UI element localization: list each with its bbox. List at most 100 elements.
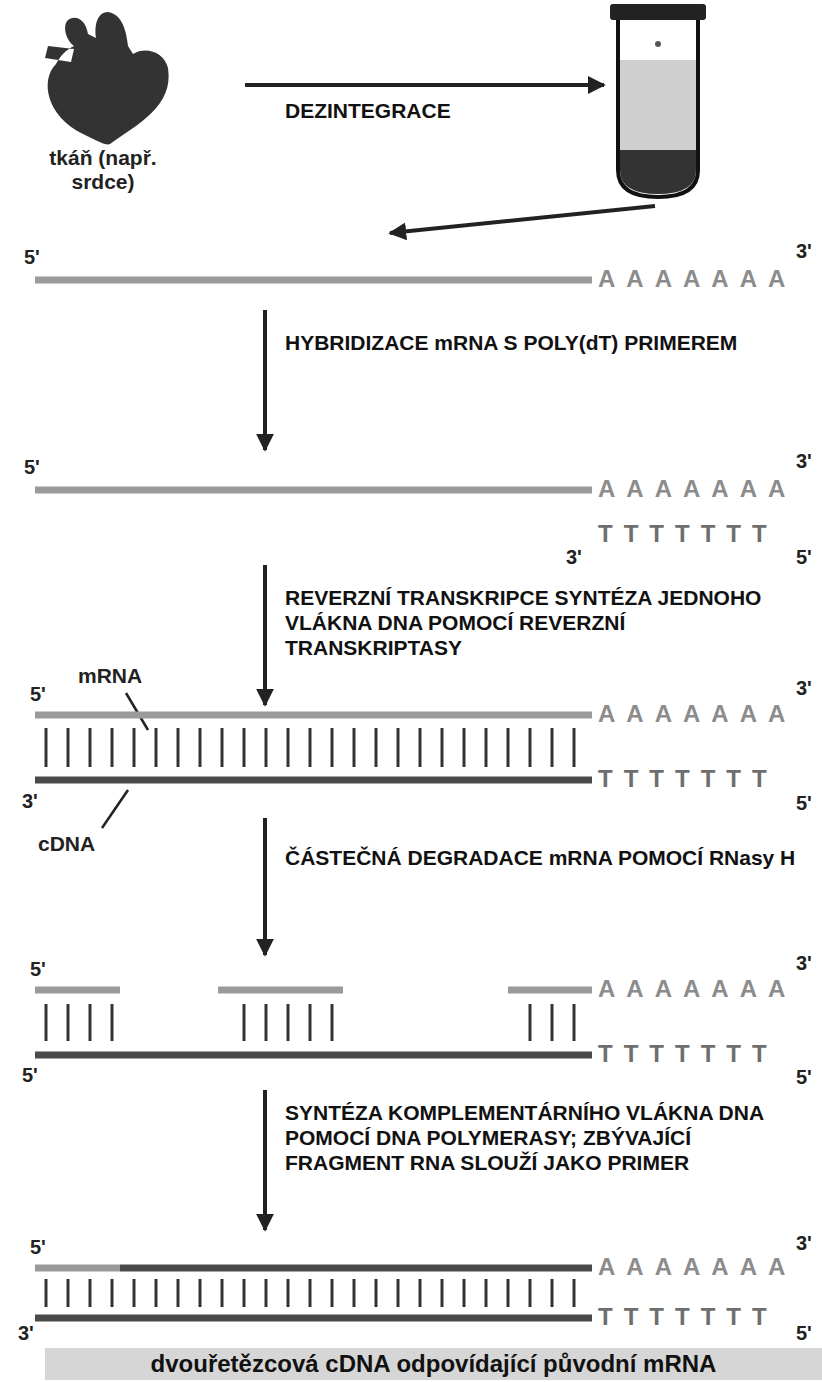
base-pair-tick bbox=[243, 728, 246, 767]
poly-t-primer: TTTTTTT bbox=[598, 1042, 778, 1066]
base-pair-tick bbox=[45, 1279, 48, 1307]
nucleic-strand bbox=[120, 1265, 592, 1272]
tube-dot bbox=[655, 41, 661, 47]
strand-end-label: 3' bbox=[796, 677, 812, 699]
nucleic-strand bbox=[35, 777, 592, 784]
molecule-label: mRNA bbox=[78, 664, 142, 688]
process-arrow bbox=[263, 310, 267, 450]
base-pair-tick bbox=[265, 728, 268, 767]
strand-end-label: 3' bbox=[566, 546, 582, 568]
base-pair-tick bbox=[199, 728, 202, 767]
base-pair-tick bbox=[133, 728, 136, 767]
base-pair-tick bbox=[463, 728, 466, 767]
poly-t-primer: TTTTTTT bbox=[598, 767, 778, 791]
base-pair-tick bbox=[287, 1279, 290, 1307]
base-pair-tick bbox=[441, 1279, 444, 1307]
nucleic-strand bbox=[35, 1315, 592, 1322]
base-pair-tick bbox=[45, 728, 48, 767]
step-label: DEZINTEGRACE bbox=[285, 98, 605, 123]
strand-end-label: 5' bbox=[30, 958, 46, 980]
base-pair-tick bbox=[287, 728, 290, 767]
strand-end-label: 3' bbox=[18, 1322, 34, 1344]
strand-end-label: 5' bbox=[796, 1066, 812, 1088]
poly-t-primer: TTTTTTT bbox=[598, 1305, 778, 1329]
base-pair-tick bbox=[111, 1004, 114, 1041]
base-pair-tick bbox=[89, 1279, 92, 1307]
base-pair-tick bbox=[551, 728, 554, 767]
base-pair-tick bbox=[573, 728, 576, 767]
molecule-label: cDNA bbox=[38, 832, 95, 856]
leader-line bbox=[102, 790, 128, 828]
base-pair-tick bbox=[89, 1004, 92, 1041]
base-pair-tick bbox=[419, 728, 422, 767]
base-pair-tick bbox=[573, 1279, 576, 1307]
caption-band: dvouřetězcová cDNA odpovídající původní … bbox=[45, 1348, 822, 1380]
tube-liquid bbox=[620, 60, 696, 152]
base-pair-tick bbox=[221, 1279, 224, 1307]
base-pair-tick bbox=[221, 728, 224, 767]
base-pair-tick bbox=[89, 728, 92, 767]
poly-a-tail: AAAAAAA bbox=[598, 267, 796, 291]
organ-label: tkáň (např. srdce) bbox=[28, 146, 178, 194]
base-pair-tick bbox=[485, 1279, 488, 1307]
base-pair-tick bbox=[331, 1004, 334, 1041]
process-arrow bbox=[245, 83, 604, 87]
base-pair-tick bbox=[529, 1279, 532, 1307]
poly-a-tail: AAAAAAA bbox=[598, 702, 796, 726]
base-pair-tick bbox=[111, 1279, 114, 1307]
base-pair-tick bbox=[67, 728, 70, 767]
base-pair-tick bbox=[111, 728, 114, 767]
base-pair-tick bbox=[397, 728, 400, 767]
base-pair-tick bbox=[507, 728, 510, 767]
step-label: ČÁSTEČNÁ DEGRADACE mRNA POMOCÍ RNasy H bbox=[285, 845, 805, 870]
nucleic-strand bbox=[35, 987, 120, 994]
strand-end-label: 3' bbox=[796, 450, 812, 472]
tube-cap bbox=[610, 4, 706, 20]
strand-end-label: 5' bbox=[796, 792, 812, 814]
base-pair-tick bbox=[375, 728, 378, 767]
heart-outline bbox=[45, 12, 169, 144]
base-pair-tick bbox=[419, 1279, 422, 1307]
nucleic-strand bbox=[35, 277, 592, 284]
base-pair-tick bbox=[155, 1279, 158, 1307]
base-pair-tick bbox=[199, 1279, 202, 1307]
base-pair-tick bbox=[155, 728, 158, 767]
base-pair-tick bbox=[463, 1279, 466, 1307]
tube-wall bbox=[618, 18, 698, 197]
strand-end-label: 5' bbox=[22, 1064, 38, 1086]
base-pair-tick bbox=[353, 728, 356, 767]
base-pair-tick bbox=[353, 1279, 356, 1307]
base-pair-tick bbox=[243, 1004, 246, 1041]
base-pair-tick bbox=[287, 1004, 290, 1041]
nucleic-strand bbox=[35, 1052, 592, 1059]
nucleic-strand bbox=[35, 487, 592, 494]
process-arrow bbox=[263, 818, 267, 955]
base-pair-tick bbox=[507, 1279, 510, 1307]
base-pair-tick bbox=[67, 1279, 70, 1307]
step-label: REVERZNÍ TRANSKRIPCE SYNTÉZA JEDNOHO VLÁ… bbox=[285, 585, 805, 661]
base-pair-tick bbox=[265, 1004, 268, 1041]
nucleic-strand bbox=[508, 987, 592, 994]
organ-node: tkáň (např. srdce) bbox=[28, 6, 178, 194]
process-arrow bbox=[263, 1090, 267, 1230]
strand-end-label: 3' bbox=[22, 790, 38, 812]
poly-a-tail: AAAAAAA bbox=[598, 1255, 796, 1279]
strand-end-label: 3' bbox=[796, 1232, 812, 1254]
heart-shape bbox=[28, 6, 178, 146]
strand-end-label: 5' bbox=[796, 1322, 812, 1344]
base-pair-tick bbox=[375, 1279, 378, 1307]
base-pair-tick bbox=[309, 728, 312, 767]
base-pair-tick bbox=[309, 1279, 312, 1307]
process-arrow bbox=[263, 565, 267, 705]
poly-a-tail: AAAAAAA bbox=[598, 477, 796, 501]
strand-end-label: 3' bbox=[796, 240, 812, 262]
tube-sediment bbox=[620, 150, 696, 194]
base-pair-tick bbox=[331, 1279, 334, 1307]
base-pair-tick bbox=[529, 728, 532, 767]
test-tube bbox=[610, 4, 706, 197]
base-pair-tick bbox=[309, 1004, 312, 1041]
step-label: SYNTÉZA KOMPLEMENTÁRNÍHO VLÁKNA DNA POMO… bbox=[285, 1100, 805, 1176]
nucleic-strand bbox=[35, 712, 592, 719]
